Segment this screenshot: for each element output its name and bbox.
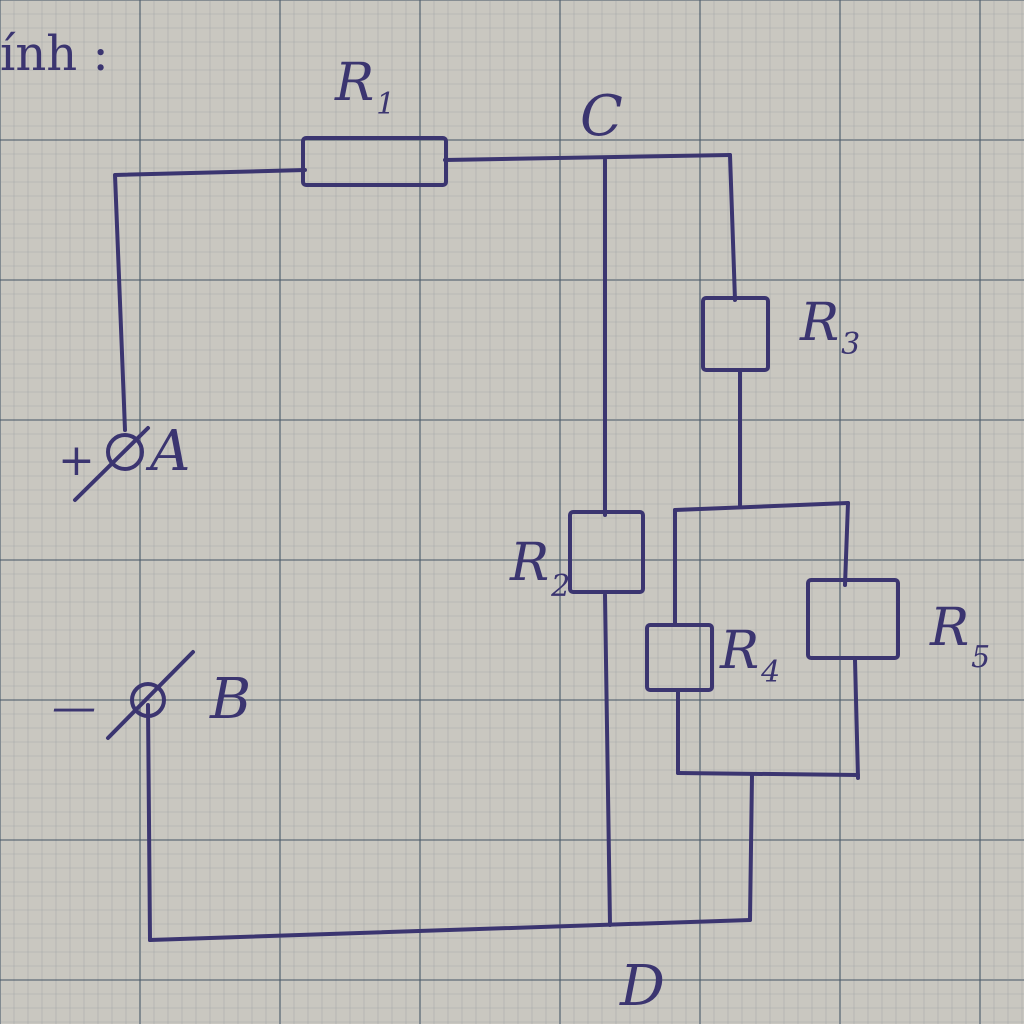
label-r4: R4 xyxy=(719,621,780,690)
labels: R1 R2 R3 R4 R5 A B C D + — xyxy=(52,53,990,1019)
resistor-r1 xyxy=(301,136,448,187)
wires xyxy=(113,153,860,942)
wire-r2-to-d xyxy=(603,593,612,927)
wire-junction-top xyxy=(673,501,850,512)
terminal-a-slash xyxy=(73,426,150,502)
label-r2: R2 xyxy=(509,533,570,604)
wire-r1-to-c xyxy=(443,153,732,162)
terminal-b-circle xyxy=(130,682,166,718)
wire-b-to-d xyxy=(146,703,152,942)
wire-junction-to-r5 xyxy=(843,501,850,587)
terminal-b-slash xyxy=(106,650,195,740)
label-r3: R3 xyxy=(799,293,860,362)
terminal-b xyxy=(106,650,195,740)
terminal-a-circle xyxy=(106,433,144,471)
label-minus: — xyxy=(52,682,96,733)
wire-parallel-bottom xyxy=(676,771,860,777)
wire-c-to-r3 xyxy=(728,153,737,302)
label-node-a: A xyxy=(145,419,190,484)
wire-parallel-to-d xyxy=(748,773,754,922)
terminal-a xyxy=(73,426,150,502)
wire-a-to-r1 xyxy=(113,168,307,432)
wire-d-bus xyxy=(148,918,752,942)
label-plus: + xyxy=(58,435,95,486)
label-node-c: C xyxy=(580,84,623,149)
resistor-r2 xyxy=(568,510,645,594)
resistor-r3 xyxy=(701,296,770,372)
resistors xyxy=(301,136,900,692)
wire-r5-to-bottom xyxy=(853,658,860,780)
label-node-d: D xyxy=(619,954,665,1019)
header-fragment: ính : xyxy=(0,26,109,82)
label-r5: R5 xyxy=(929,598,990,675)
resistor-r4 xyxy=(645,623,714,692)
resistor-r5 xyxy=(806,578,900,660)
label-node-b: B xyxy=(209,667,251,732)
label-r1: R1 xyxy=(334,53,395,122)
